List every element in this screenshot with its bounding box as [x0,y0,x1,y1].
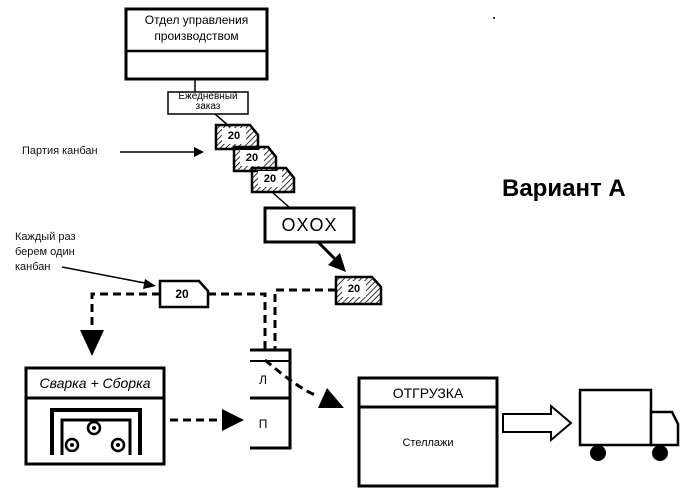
daily-order-box [167,91,249,115]
daily-order-label: Ежедневный заказ [178,91,238,112]
kanban-card-batch-3 [250,166,296,194]
kanban-card-batch-3-value: 20 [263,173,277,185]
kanban-card-batch-1 [214,123,260,151]
shipping-to-truck-arrow [502,403,573,443]
oxox-box [263,206,356,244]
storage-rack [250,348,292,450]
welding-to-rack-arrow [170,409,244,431]
kanban-batch [214,123,296,194]
rack-bottom-label: П [258,417,268,431]
batch-label: Партия канбан [22,145,98,157]
each-time-label: Каждый раз берем один канбан [15,231,76,273]
each-time-pointer-arrow [61,266,156,289]
dashed-flow-hatched-to-rack [273,288,336,350]
shipping-box-title: ОТГРУЗКА [392,385,464,401]
production-control-title: Отдел управления производством [144,13,249,43]
kanban-card-plain-value: 20 [175,287,189,301]
dashed-flow-to-welding [80,292,160,356]
shipping-box [357,376,499,488]
batch-pointer-arrow [120,147,204,157]
shipping-box-content: Стеллажи [402,437,454,449]
oxox-to-kanban-arrow [316,240,346,272]
rack-to-shipping-arrow [264,358,344,408]
welding-jig-icon [50,408,142,455]
oxox-label: OXOX [281,215,338,235]
kanban-card-hatched [334,275,383,306]
welding-box-title: Сварка + Сборка [39,375,151,391]
kanban-card-batch-2-value: 20 [245,152,259,164]
truck-icon [578,388,680,461]
production-control-box [124,7,269,81]
kanban-card-batch-1-value: 20 [227,130,241,142]
page-title: Вариант А [502,175,626,202]
rack-top-label: Л [259,373,267,387]
kanban-card-hatched-value: 20 [347,283,361,295]
kanban-card-batch-2 [232,145,278,173]
dashed-flow-card-to-rack [208,292,267,350]
kanban-card-plain [158,279,210,309]
